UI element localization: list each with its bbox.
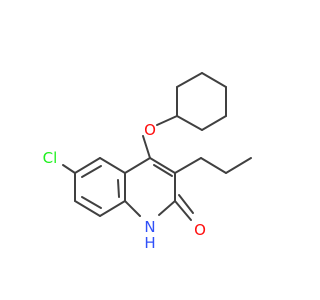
bond (99, 200, 126, 217)
bond (174, 200, 192, 221)
carbonyl-group (174, 194, 194, 221)
bond (153, 164, 173, 177)
bond (178, 194, 194, 214)
bond (142, 135, 151, 159)
propyl-chain (174, 157, 252, 174)
bond (81, 196, 102, 209)
benzene-ring (74, 157, 126, 217)
bond (176, 115, 203, 131)
bond (174, 157, 202, 174)
bond (99, 157, 126, 174)
ether-linkage (142, 115, 178, 159)
bond (158, 200, 176, 216)
cyclohexyl-ring (176, 72, 227, 131)
chlorine-label: Cl (43, 149, 58, 167)
bond (225, 157, 252, 174)
bond (74, 157, 101, 174)
nitrogen-label: N (144, 218, 155, 236)
bond (201, 72, 227, 88)
bond (200, 157, 227, 174)
bond (149, 157, 176, 174)
bond (124, 200, 141, 217)
bond (156, 115, 178, 126)
ether-oxygen-label: O (144, 121, 156, 139)
bond (124, 157, 151, 174)
bond (74, 200, 101, 217)
bond (81, 165, 102, 178)
bond (117, 179, 120, 198)
molecule-structure-diagram: O Cl N H O (43, 72, 252, 252)
bond (62, 164, 76, 174)
carbonyl-oxygen-label: O (194, 221, 206, 239)
bond (176, 72, 203, 88)
hydrogen-label: H (144, 234, 155, 252)
pyridinone-ring (124, 157, 176, 217)
bond (201, 115, 227, 131)
